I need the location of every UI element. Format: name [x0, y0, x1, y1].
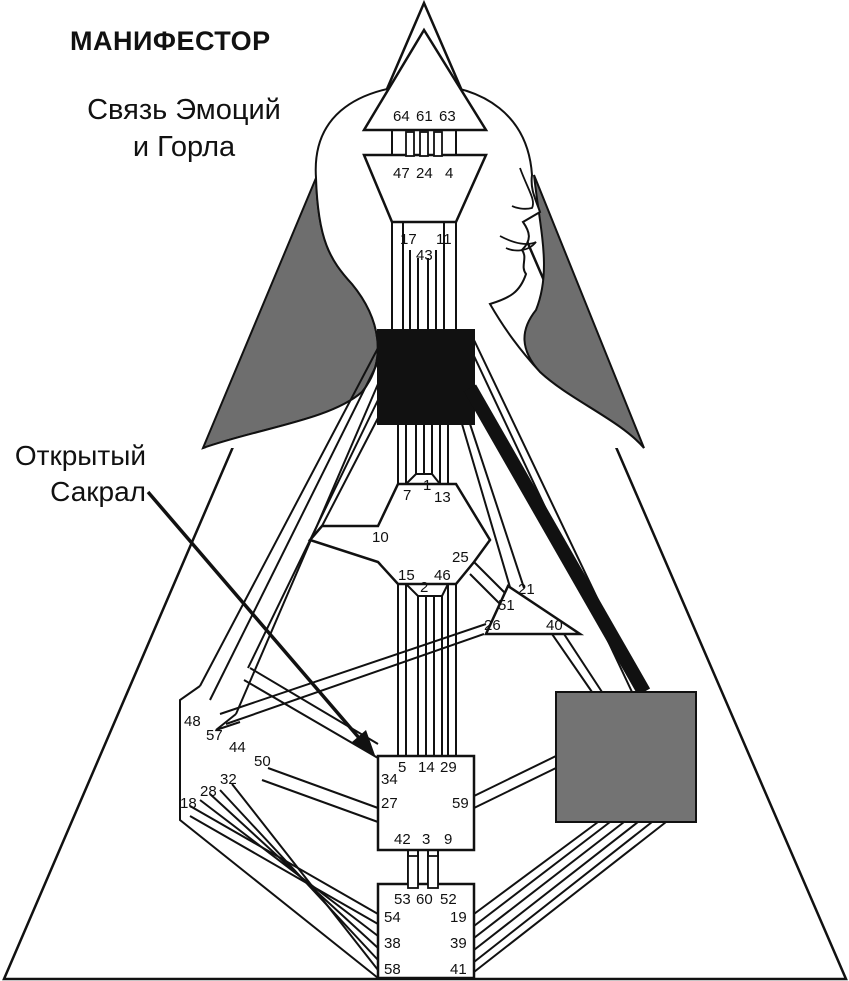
- gate-54: 54: [384, 909, 401, 926]
- root-gate-slot-2: [427, 855, 439, 889]
- gate-13: 13: [434, 489, 451, 506]
- callout-line-1: Открытый: [14, 440, 146, 471]
- gate-1: 1: [423, 477, 431, 494]
- gate-44: 44: [229, 739, 246, 756]
- gate-3: 3: [422, 831, 430, 848]
- sacral-center: [376, 754, 476, 852]
- gate-24: 24: [416, 165, 433, 182]
- subtitle: Связь Эмоций и Горла: [78, 92, 290, 166]
- gate-7: 7: [403, 487, 411, 504]
- ajna-gate-slot-2: [419, 131, 429, 157]
- gate-32: 32: [220, 771, 237, 788]
- callout-line-2: Сакрал: [50, 476, 146, 507]
- gate-4: 4: [445, 165, 453, 182]
- gate-27: 27: [381, 795, 398, 812]
- page-title: МАНИФЕСТОР: [70, 26, 271, 56]
- gate-53: 53: [394, 891, 411, 908]
- ajna-gate-slot-3: [433, 131, 443, 157]
- callout-label: Открытый Сакрал: [0, 438, 146, 510]
- gate-39: 39: [450, 935, 467, 952]
- gate-43: 43: [416, 247, 433, 264]
- gate-19: 19: [450, 909, 467, 926]
- body-silhouette: [202, 82, 645, 449]
- gate-10: 10: [372, 529, 389, 546]
- gate-18: 18: [180, 795, 197, 812]
- gate-42: 42: [394, 831, 411, 848]
- throat-center: [377, 329, 475, 425]
- gate-52: 52: [440, 891, 457, 908]
- gate-34: 34: [381, 771, 398, 788]
- gate-48: 48: [184, 713, 201, 730]
- gate-60: 60: [416, 891, 433, 908]
- nose-line: [511, 167, 534, 210]
- head-center: [361, 27, 489, 132]
- gate-47: 47: [393, 165, 410, 182]
- gate-46: 46: [434, 567, 451, 584]
- ajna-gate-slot-1: [405, 131, 415, 157]
- gate-51: 51: [498, 597, 515, 614]
- gate-5: 5: [398, 759, 406, 776]
- gate-17: 17: [400, 231, 417, 248]
- g-center-bottom-notch: [405, 583, 449, 597]
- solar-plexus-center: [555, 691, 697, 823]
- gate-61: 61: [416, 108, 433, 125]
- defined-channel-throat-solar: [463, 384, 651, 696]
- gate-40: 40: [546, 617, 563, 634]
- channels: [179, 130, 667, 979]
- subtitle-line-2: и Горла: [132, 131, 236, 163]
- gate-26: 26: [484, 617, 501, 634]
- gate-15: 15: [398, 567, 415, 584]
- mouth-line: [499, 235, 537, 252]
- gate-25: 25: [452, 549, 469, 566]
- ajna-center: [362, 153, 488, 224]
- gate-14: 14: [418, 759, 435, 776]
- gate-9: 9: [444, 831, 452, 848]
- gate-59: 59: [452, 795, 469, 812]
- ego-center: [484, 584, 585, 636]
- gate-57: 57: [206, 727, 223, 744]
- root-center: [376, 882, 476, 980]
- gate-38: 38: [384, 935, 401, 952]
- gate-63: 63: [439, 108, 456, 125]
- gate-58: 58: [384, 961, 401, 978]
- g-center: [307, 482, 492, 586]
- gate-64: 64: [393, 108, 410, 125]
- callout-arrow-head: [352, 730, 376, 758]
- callout-arrow-line: [146, 490, 368, 748]
- gate-50: 50: [254, 753, 271, 770]
- gate-21: 21: [518, 581, 535, 598]
- gate-28: 28: [200, 783, 217, 800]
- gate-41: 41: [450, 961, 467, 978]
- gate-numbers: 64 61 63 47 24 4 17 43 11 7 1 13 10 25 1…: [180, 108, 563, 978]
- gate-29: 29: [440, 759, 457, 776]
- g-center-top-notch: [405, 473, 441, 485]
- gate-11: 11: [436, 231, 452, 248]
- root-gate-slot-1: [407, 855, 419, 889]
- gate-2: 2: [420, 579, 428, 596]
- subtitle-line-1: Связь Эмоций: [87, 94, 281, 126]
